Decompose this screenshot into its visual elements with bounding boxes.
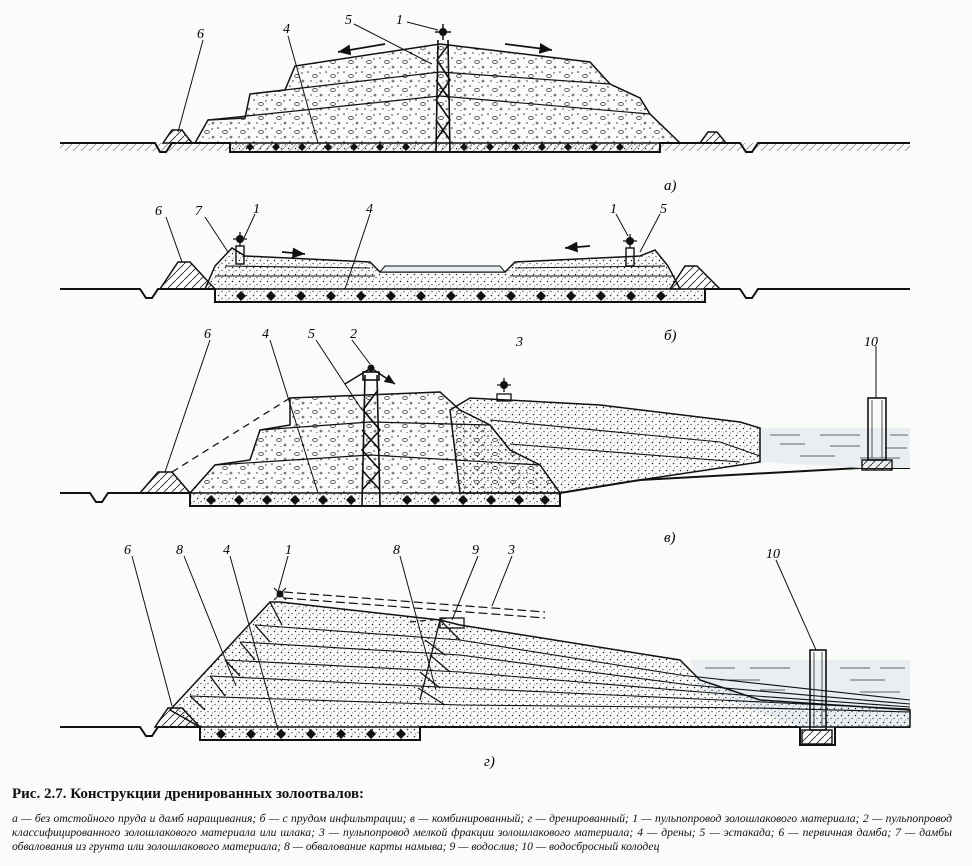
- drainage-figure: 6 4 5 1 а) 6 7 1 4 1 5 б): [60, 13, 911, 770]
- layer-line: [224, 265, 666, 269]
- pipe-outlet-right: [623, 234, 637, 267]
- primary-dam-left: [158, 261, 217, 290]
- layer-lines: [189, 624, 911, 713]
- callout-4: 4: [366, 202, 373, 217]
- drain-bed: [214, 288, 706, 303]
- drains: [216, 729, 406, 739]
- callout-3: 3: [507, 543, 515, 558]
- drains: [206, 495, 550, 505]
- pipeline-icon: [344, 364, 395, 385]
- panel-sublabel: г): [484, 754, 495, 770]
- spillway-well: [801, 649, 833, 745]
- caption-title: Рис. 2.7. Конструкции дренированных золо…: [12, 786, 365, 802]
- callout-1: 1: [610, 202, 617, 217]
- leader-line: [131, 555, 817, 731]
- pipe-outlet-left: [233, 232, 247, 265]
- trestle-a: [435, 39, 451, 153]
- callout-2: 2: [350, 327, 357, 342]
- panel-g: 6 8 4 1 8 9 3 10 г): [60, 543, 911, 770]
- callout-6: 6: [197, 27, 204, 42]
- leader-line: [164, 339, 877, 494]
- water-lines: [705, 667, 905, 693]
- callout-10: 10: [766, 547, 780, 562]
- callout-1: 1: [253, 202, 260, 217]
- callout-6: 6: [155, 204, 162, 219]
- callout-6: 6: [204, 327, 211, 342]
- panel-a: 6 4 5 1 а): [60, 13, 910, 194]
- callout-7: 7: [195, 204, 203, 219]
- callout-4: 4: [283, 22, 290, 37]
- callout-6: 6: [124, 543, 131, 558]
- layer-line: [214, 421, 541, 466]
- leader-line: [165, 213, 661, 290]
- drain-bed: [189, 492, 561, 507]
- panel-b: 6 7 1 4 1 5 б): [60, 202, 910, 344]
- panel-sublabel: б): [664, 328, 677, 344]
- panel-sublabel: в): [664, 530, 676, 546]
- spillway-well: [861, 397, 893, 471]
- primary-dam-left: [161, 129, 194, 144]
- callout-1: 1: [396, 13, 403, 28]
- panel-sublabel: а): [664, 178, 677, 194]
- callout-4: 4: [223, 543, 230, 558]
- water-lines: [770, 434, 908, 459]
- pipe-outlet-3: [496, 378, 512, 402]
- ground-line: [60, 726, 910, 746]
- callout-5: 5: [308, 327, 315, 342]
- weir-9: [409, 617, 465, 629]
- figure-caption: Рис. 2.7. Конструкции дренированных золо…: [12, 786, 952, 854]
- primary-dam-right: [698, 131, 728, 144]
- callout-8: 8: [393, 543, 400, 558]
- flow-arrow-left: [564, 241, 591, 253]
- layer-line: [207, 95, 651, 121]
- primary-dam: [138, 471, 192, 494]
- callout-9: 9: [472, 543, 479, 558]
- drains: [246, 143, 624, 151]
- callout-3: 3: [515, 335, 523, 350]
- berm-lines-8: [189, 601, 461, 711]
- flow-arrow-right: [504, 43, 553, 54]
- drains: [236, 291, 666, 301]
- flow-arrow-right: [281, 247, 306, 259]
- trestle-v: [360, 371, 382, 507]
- panel-v: 6 4 5 2 3 10 в): [60, 327, 910, 546]
- layer-line: [489, 419, 761, 463]
- infiltration-pond: [378, 265, 507, 273]
- leader-line: [177, 21, 439, 144]
- flow-arrow-left: [337, 43, 386, 56]
- callout-4: 4: [262, 327, 269, 342]
- caption-legend: а — без отстойного пруда и дамб наращива…: [12, 812, 952, 853]
- callout-10: 10: [864, 335, 878, 350]
- callout-1: 1: [285, 543, 292, 558]
- pipeline-1: [273, 587, 546, 619]
- callout-5: 5: [660, 202, 667, 217]
- ash-body-g: [168, 601, 911, 728]
- layer-line: [249, 71, 611, 95]
- callout-5: 5: [345, 13, 352, 28]
- drain-bed: [229, 142, 661, 153]
- callout-8: 8: [176, 543, 183, 558]
- pipeline-icon: [435, 24, 451, 40]
